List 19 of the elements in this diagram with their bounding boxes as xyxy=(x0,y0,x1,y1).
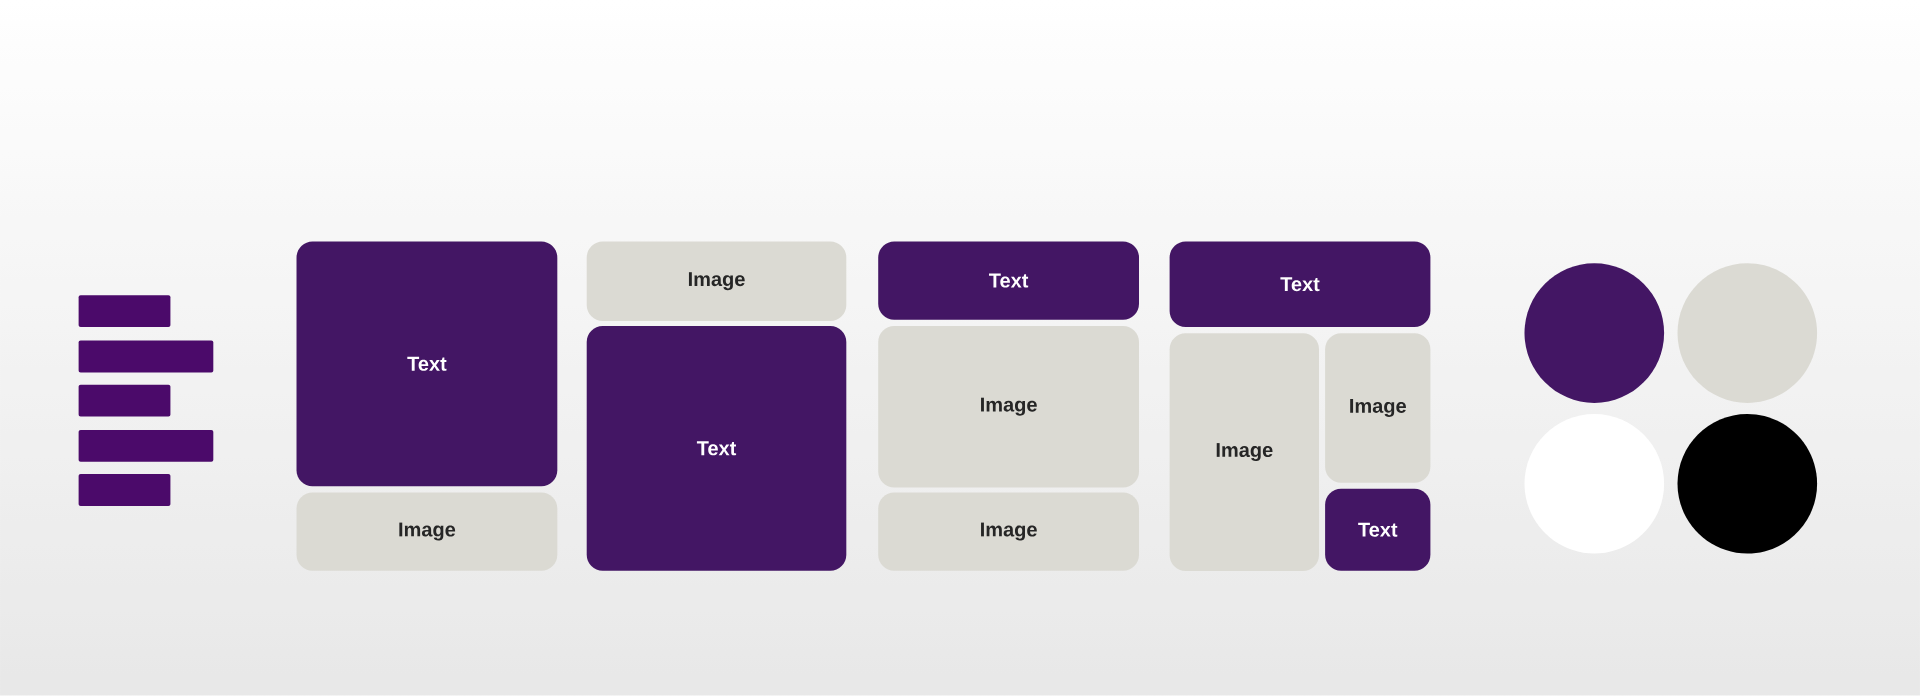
image-tile: Image xyxy=(1325,333,1431,483)
bar xyxy=(78,430,214,462)
text-tile: Text xyxy=(878,241,1139,320)
color-swatch-circle xyxy=(1524,263,1665,403)
image-tile: Image xyxy=(878,325,1139,488)
bar xyxy=(78,295,171,328)
color-swatch-circle xyxy=(1677,413,1818,554)
color-swatch-circle xyxy=(1677,263,1818,403)
image-tile: Image xyxy=(1169,333,1319,571)
image-tile: Image xyxy=(586,241,847,321)
text-tile: Text xyxy=(1169,241,1431,328)
image-tile: Image xyxy=(878,492,1139,571)
text-tile: Text xyxy=(586,325,847,571)
bar xyxy=(78,474,171,506)
text-tile: Text xyxy=(1325,488,1431,571)
bar xyxy=(78,340,214,373)
text-tile: Text xyxy=(296,241,558,487)
image-tile: Image xyxy=(296,492,558,571)
bar xyxy=(78,384,171,417)
